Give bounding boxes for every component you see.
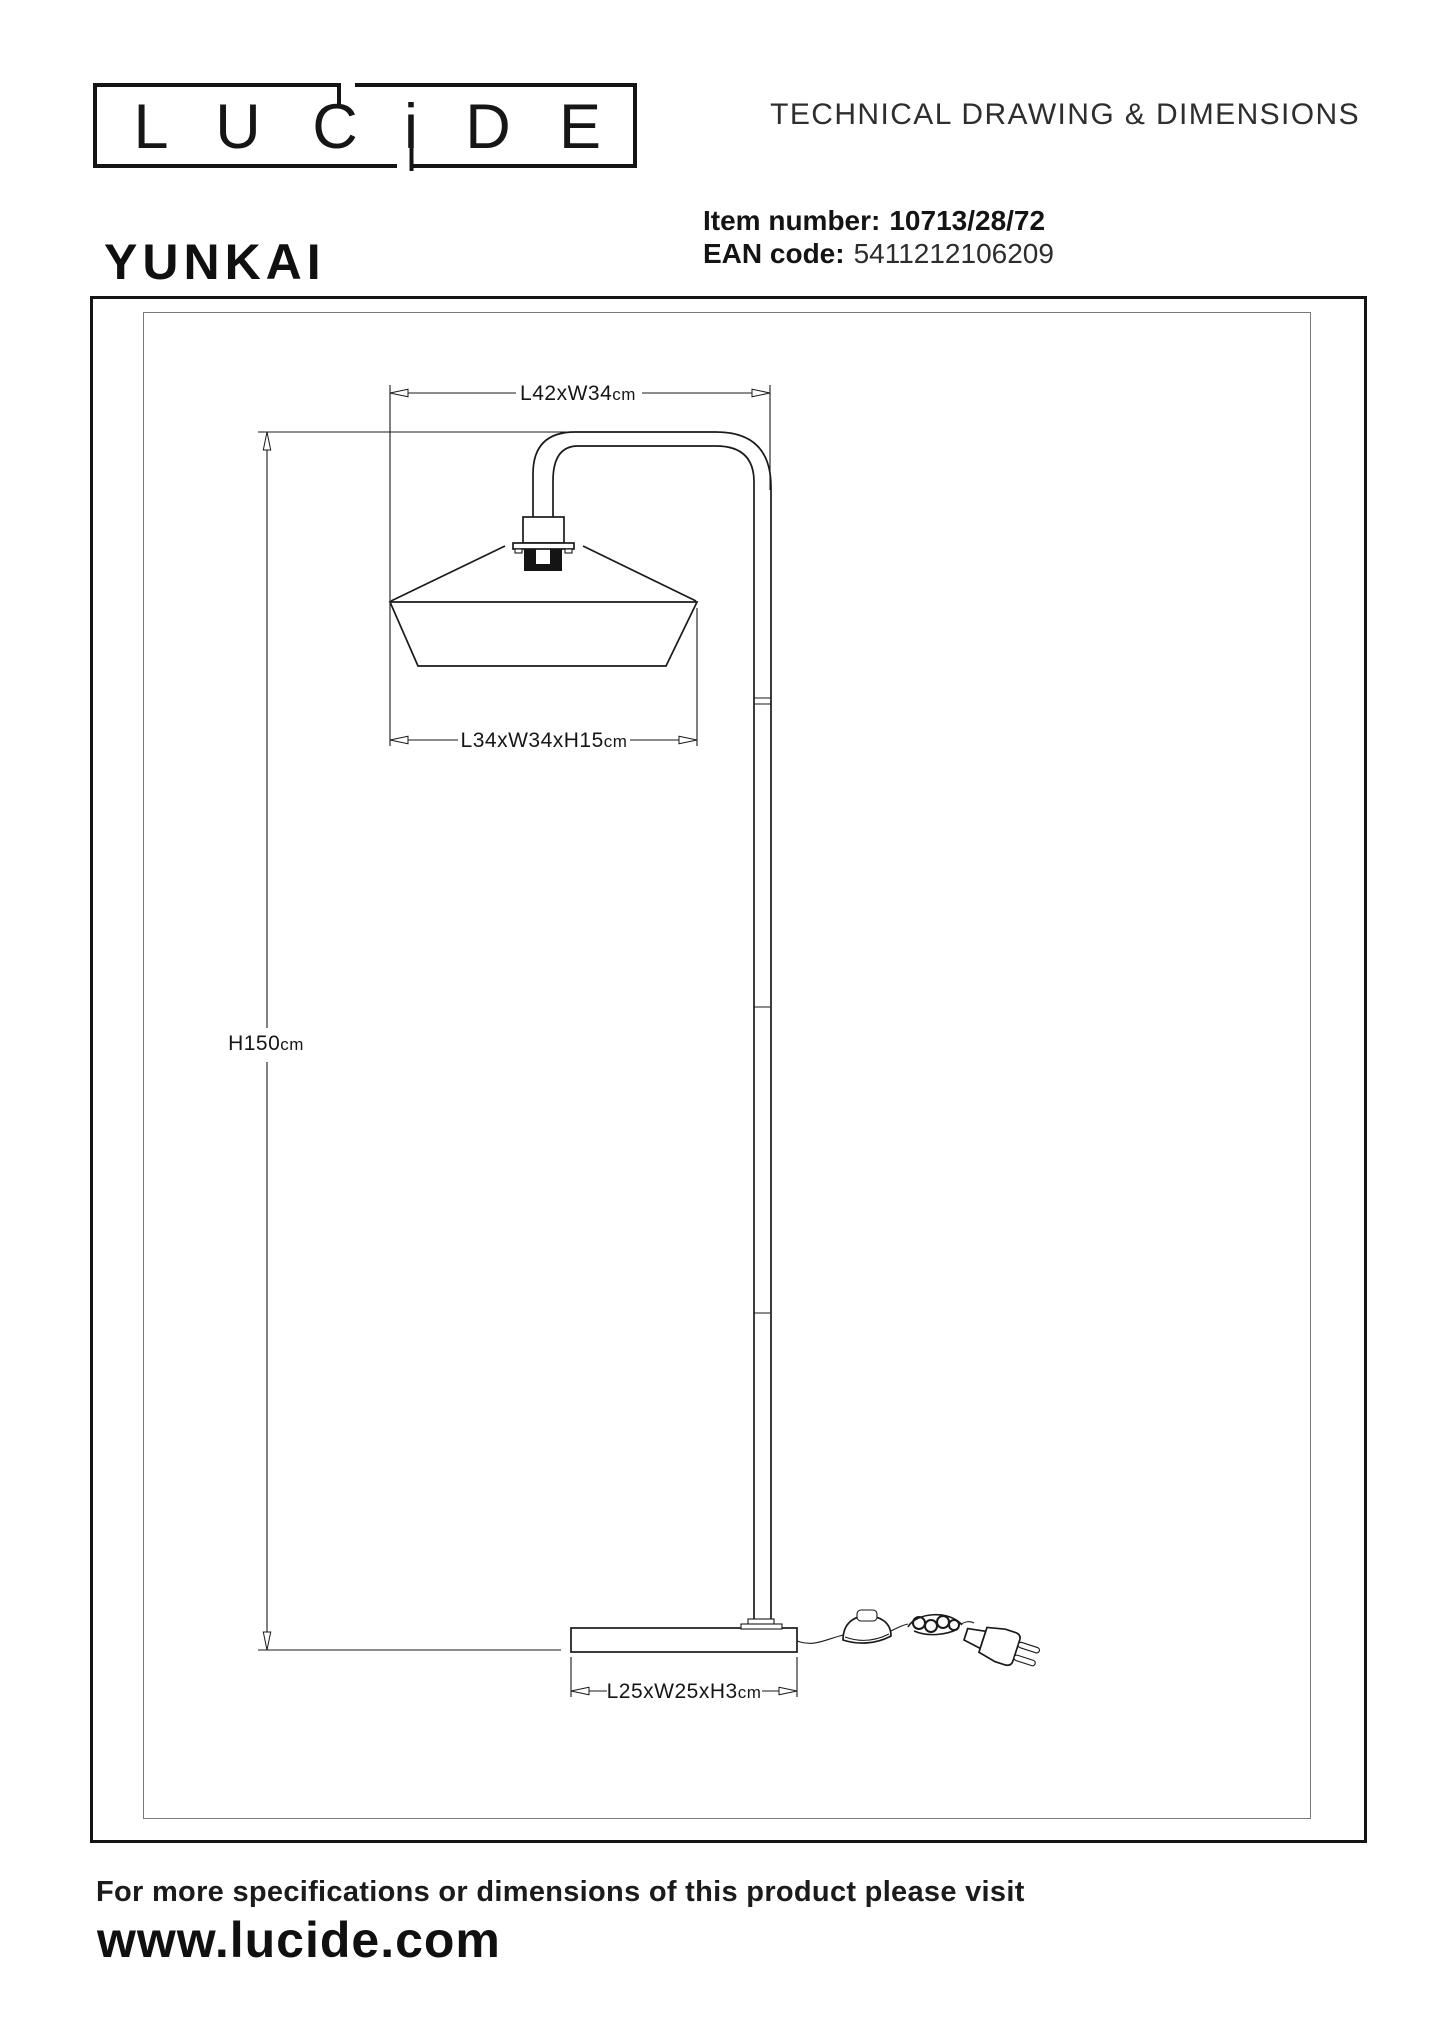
arrowhead-bottom: [262, 1631, 272, 1651]
dimension-shade: L34xW34xH15cm: [389, 608, 698, 752]
logo-letter-d: D: [465, 92, 511, 162]
shade-skirt: [388, 601, 699, 667]
pole-collar-lower: [740, 1623, 783, 1630]
socket-tab-left: [514, 548, 523, 554]
ean-code-value: 5411212106209: [853, 238, 1054, 269]
arrowhead-right: [678, 735, 698, 745]
foot-switch-base-line: [844, 1633, 890, 1641]
socket-flange: [512, 542, 575, 550]
dimension-height: H150cm: [228, 431, 571, 1651]
arrowhead-right: [778, 1686, 798, 1696]
arrowhead-top: [262, 431, 272, 451]
floor-lamp-drawing: [388, 431, 1040, 1667]
pole-joint-upper: [754, 697, 771, 705]
lucide-logo: L U C i D E: [93, 83, 637, 171]
foot-switch: [842, 1615, 892, 1644]
item-number-label: Item number:: [703, 205, 881, 236]
logo-letter-e: E: [559, 92, 601, 162]
plug-body: [977, 1626, 1021, 1667]
footer-website: www.lucide.com: [97, 1912, 501, 1968]
socket-cap: [522, 516, 565, 544]
shade-cone-right-edge: [582, 545, 697, 602]
power-plug: [962, 1626, 1040, 1667]
cord-segment-switch-to-knot: [890, 1623, 909, 1632]
socket-tab-right: [564, 548, 573, 554]
logo-letter-c: C: [312, 92, 358, 162]
arrowhead-right: [751, 388, 771, 398]
plug-pin-bottom: [1013, 1654, 1036, 1667]
dim-label-arm-reach: L42xW34cm: [520, 382, 636, 405]
cord-knot: [907, 1613, 963, 1636]
footer-note: For more specifications or dimensions of…: [96, 1876, 1025, 1908]
ean-code-row: EAN code: 5411212106209: [703, 237, 1054, 270]
dim-label-height: H150cm: [228, 1032, 304, 1055]
foot-switch-button: [856, 1609, 878, 1622]
lamp-base: [570, 1627, 798, 1653]
product-name: YUNKAI: [104, 234, 326, 290]
dimension-base: L25xW25xH3cm: [570, 1657, 798, 1703]
item-number-row: Item number: 10713/28/72: [703, 204, 1054, 237]
logo-frame: [93, 83, 637, 168]
document-title: TECHNICAL DRAWING & DIMENSIONS: [770, 98, 1360, 131]
shade-cone-left-edge: [390, 545, 506, 602]
product-meta: Item number: 10713/28/72 EAN code: 5411212…: [703, 204, 1054, 270]
item-number-value: 10713/28/72: [889, 205, 1046, 236]
power-cord-assembly: [796, 1609, 1040, 1667]
drawing-inner-frame: [143, 312, 1311, 1819]
logo-letter-l: L: [133, 92, 168, 162]
dim-label-base: L25xW25xH3cm: [607, 1680, 762, 1703]
cord-segment-knot-to-plug: [960, 1621, 975, 1625]
drawing-outer-frame: [90, 296, 1367, 1843]
dim-label-shade: L34xW34xH15cm: [461, 729, 628, 752]
logo-letter-i: i: [404, 92, 418, 162]
ean-code-label: EAN code:: [703, 238, 845, 269]
arrowhead-left: [570, 1686, 590, 1696]
plug-pin-top: [1017, 1641, 1040, 1654]
dimension-arm-reach: L42xW34cm: [389, 382, 771, 746]
lamp-arm-inner-contour: [552, 445, 755, 1620]
arrowhead-left: [389, 735, 409, 745]
arrowhead-left: [389, 388, 409, 398]
logo-letter-u: U: [215, 92, 261, 162]
cord-segment-base-to-switch: [796, 1634, 844, 1644]
lamp-arm-outer-contour: [532, 431, 772, 1620]
bulb-socket: [524, 549, 562, 571]
dimension-annotations: L42xW34cm L34xW34xH15cm H150cm: [228, 382, 798, 1703]
